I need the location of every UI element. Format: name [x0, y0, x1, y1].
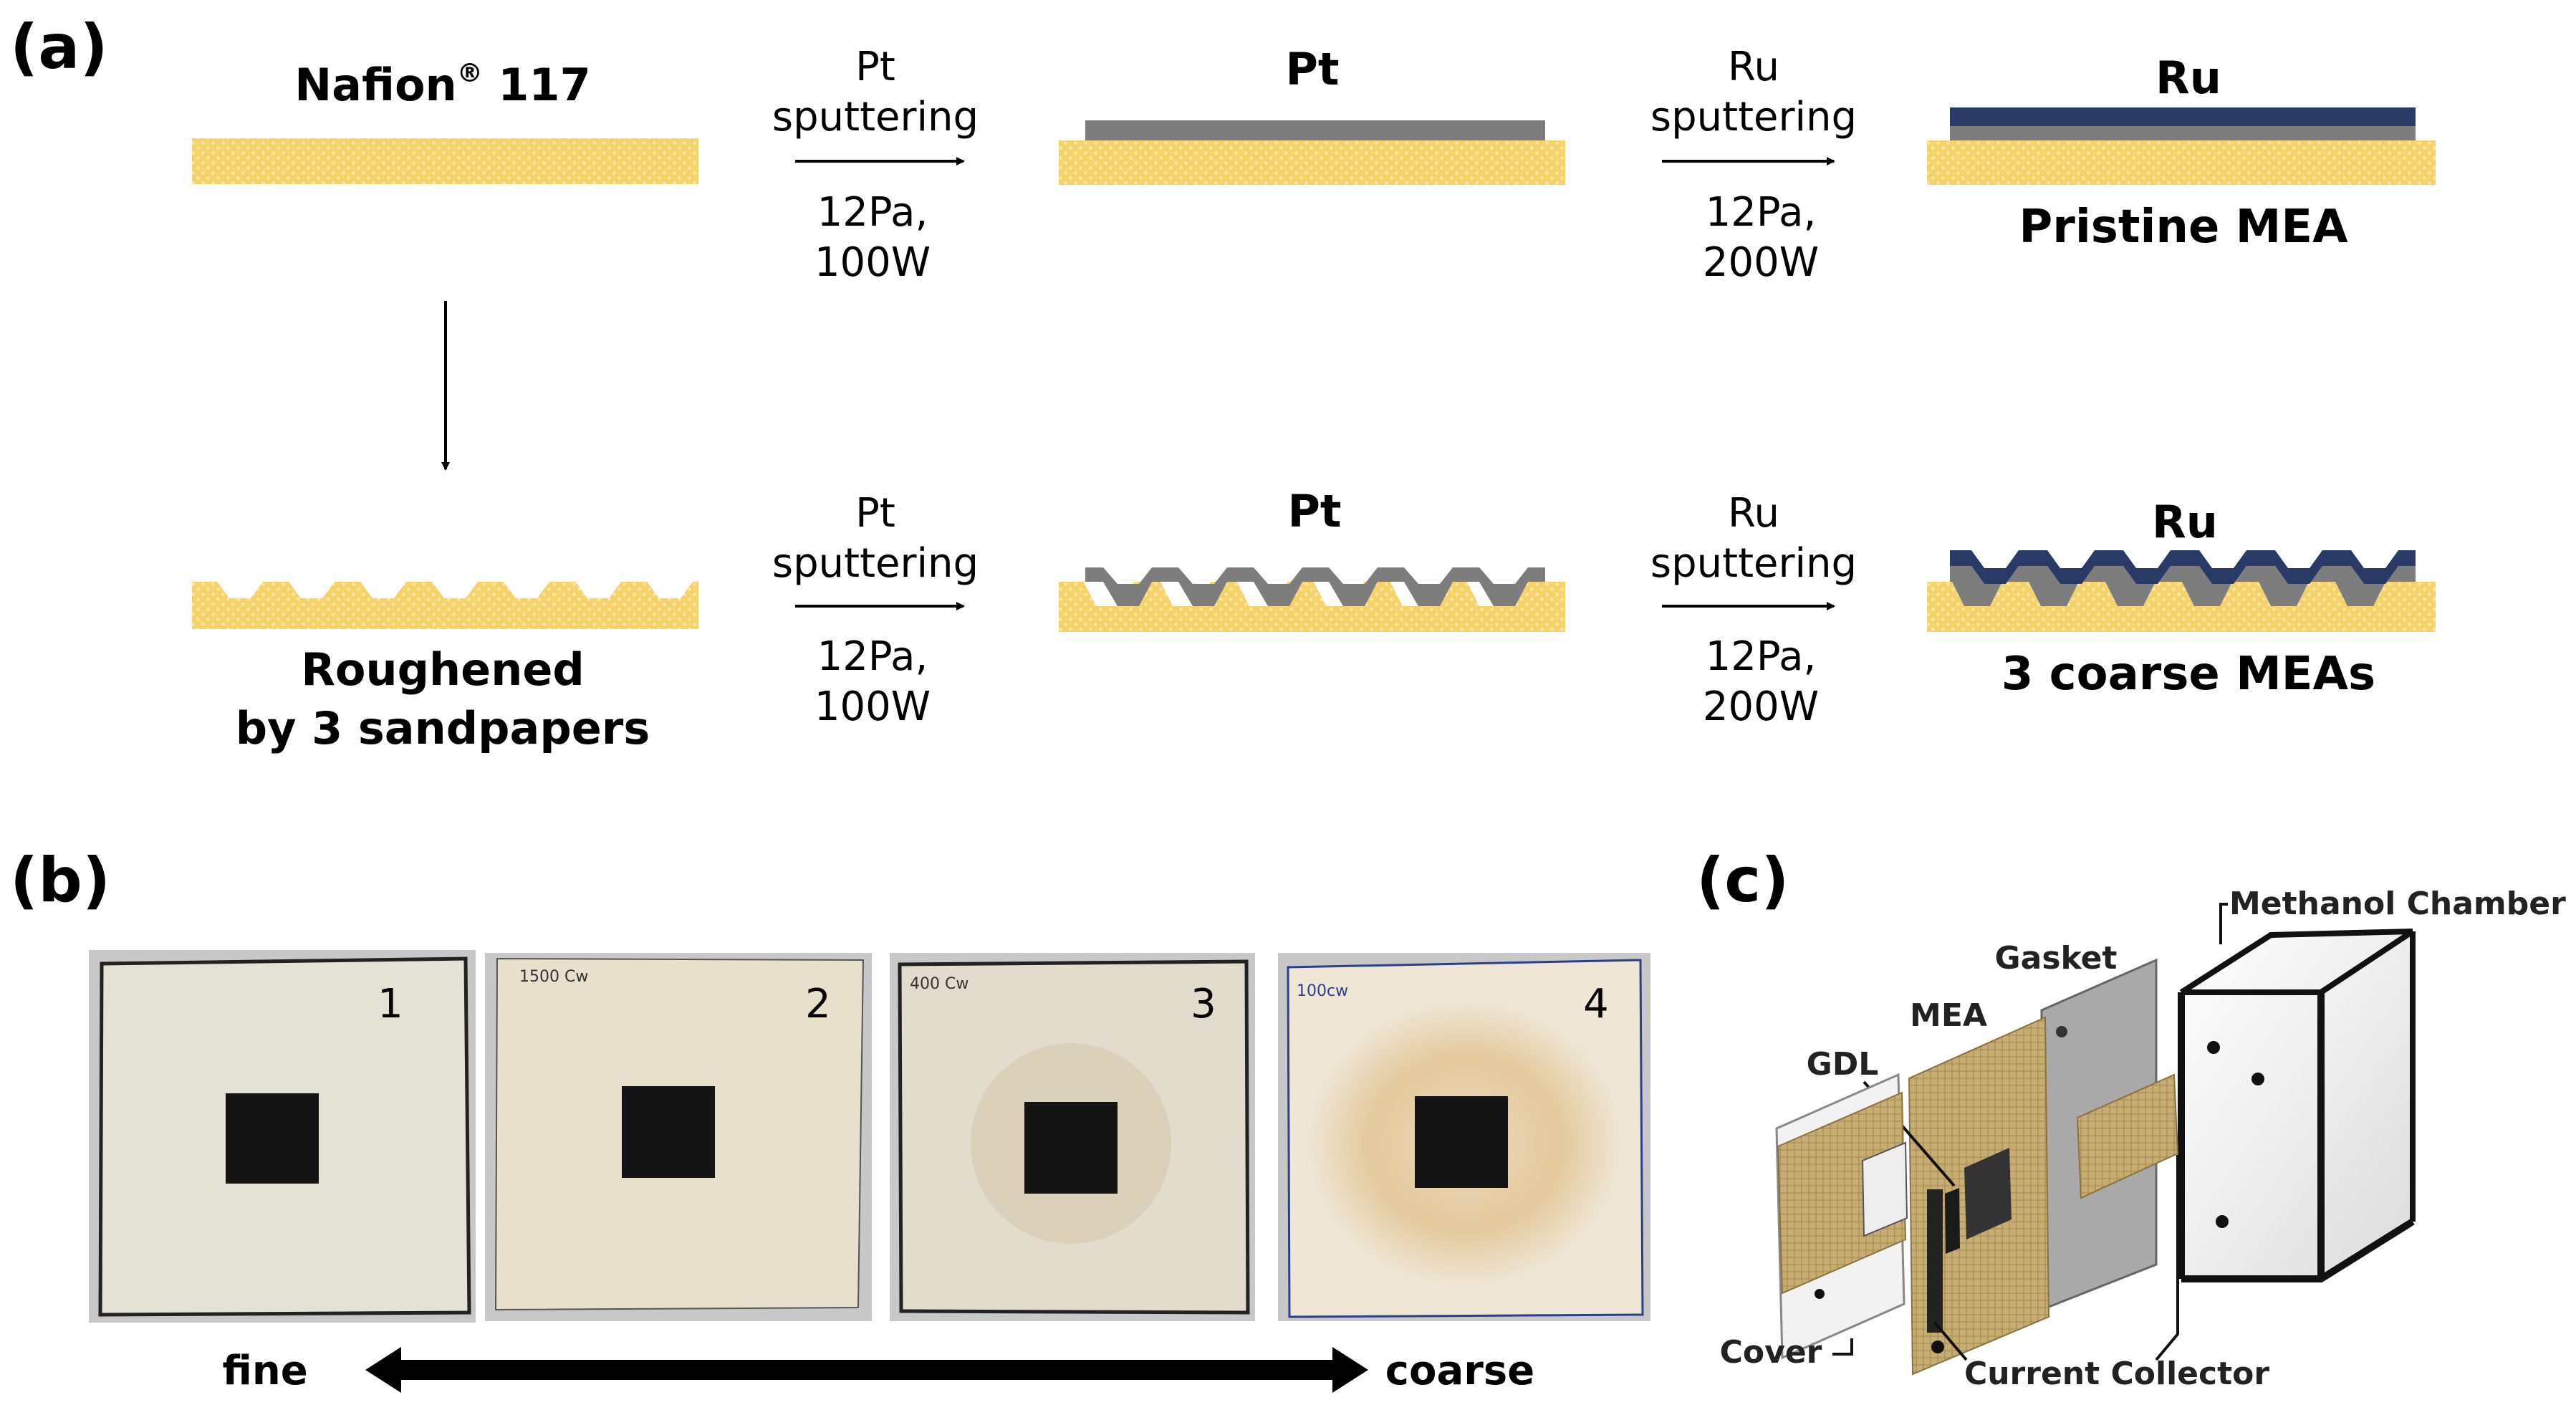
- panel-c-label: (c): [1696, 845, 1789, 916]
- bottom-pt-layer: [1085, 567, 1545, 606]
- sample-number-3: 3: [1191, 981, 1216, 1027]
- panel-b-label: (b): [10, 845, 110, 916]
- panel-a: (a) Nafion® 117 Pt sputtering 12Pa, 100W…: [10, 11, 2436, 754]
- bottom-ru-step-title-1: Ru: [1728, 490, 1779, 537]
- mea-label: MEA: [1910, 997, 1987, 1034]
- top-pt-layer-label: Pt: [1285, 43, 1339, 95]
- panel-c: (c) Methanol Chamber Gasket: [1696, 845, 2566, 1392]
- bottom-ru-step-title-2: sputtering: [1650, 540, 1857, 587]
- mea: MEA: [1908, 997, 2050, 1376]
- bottom-ru-layer: [1950, 550, 2416, 584]
- roughened-label-2: by 3 sandpapers: [236, 702, 650, 754]
- top-pt-cond-2: 100W: [814, 239, 931, 286]
- top-ru-step-title-1: Ru: [1728, 44, 1779, 90]
- current-collector-plate: [2076, 1073, 2179, 1199]
- top-pt-layer: [1085, 120, 1545, 140]
- pristine-mea-label: Pristine MEA: [2019, 201, 2348, 254]
- bottom-ru-pt-layer: [1950, 566, 2416, 606]
- top-pt-step-title-1: Pt: [855, 44, 895, 90]
- bottom-pt-cond-2: 100W: [814, 684, 931, 730]
- top-ru-membrane: [1927, 140, 2436, 185]
- catalyst-square-3: [1024, 1102, 1118, 1194]
- top-pt-step-title-2: sputtering: [772, 94, 979, 140]
- sample-number-1: 1: [378, 981, 403, 1027]
- top-ru-pt-layer: [1950, 126, 2416, 140]
- sample-note-4: 100cw: [1297, 982, 1348, 1000]
- sample-photo-2: 2 1500 Cw: [485, 953, 872, 1321]
- sample-photo-1: 1: [89, 950, 476, 1323]
- methanol-chamber: Methanol Chamber: [2178, 886, 2566, 1282]
- bottom-pt-step-title-2: sputtering: [772, 540, 979, 587]
- current-collector-label: Current Collector: [1964, 1356, 2269, 1392]
- top-ru-layer: [1950, 107, 2416, 126]
- bottom-ru-layer-label: Ru: [2152, 496, 2218, 548]
- roughened-label-1: Roughened: [301, 643, 585, 696]
- panel-a-label: (a): [10, 11, 108, 83]
- top-pt-membrane: [1059, 140, 1565, 185]
- top-ru-layer-label: Ru: [2156, 52, 2221, 104]
- nafion-membrane-flat: [192, 138, 698, 184]
- gdl-label: GDL: [1807, 1046, 1879, 1083]
- top-row: Nafion® 117 Pt sputtering 12Pa, 100W Pt …: [192, 43, 2436, 286]
- bottom-pt-cond-1: 12Pa,: [817, 633, 928, 680]
- sample-number-2: 2: [805, 981, 831, 1027]
- catalyst-square-4: [1415, 1096, 1508, 1188]
- cover-label: Cover: [1720, 1334, 1822, 1371]
- methanol-chamber-label: Methanol Chamber: [2229, 886, 2566, 922]
- sample-photo-4: 4 100cw: [1278, 953, 1650, 1321]
- bottom-pt-step-title-1: Pt: [855, 490, 895, 537]
- coarse-meas-label: 3 coarse MEAs: [2001, 648, 2375, 701]
- top-ru-cond-2: 200W: [1703, 239, 1819, 286]
- bottom-pt-layer-label: Pt: [1287, 485, 1341, 537]
- roughened-membrane: [192, 582, 698, 629]
- top-pt-cond-1: 12Pa,: [817, 189, 928, 236]
- sample-photo-3: 3 400 Cw: [890, 953, 1255, 1321]
- sample-note-2: 1500 Cw: [519, 968, 588, 986]
- catalyst-square-1: [226, 1093, 319, 1184]
- sample-number-4: 4: [1583, 981, 1609, 1027]
- coarse-label: coarse: [1385, 1348, 1534, 1394]
- current-collector-callout: Current Collector: [1933, 1155, 2269, 1392]
- bottom-ru-cond-2: 200W: [1703, 684, 1819, 730]
- double-arrow: [365, 1347, 1368, 1393]
- catalyst-square-2: [622, 1086, 715, 1178]
- bottom-ru-cond-1: 12Pa,: [1706, 633, 1817, 680]
- panel-b: (b) 1 2 1500 Cw 3 400 Cw: [10, 845, 1650, 1394]
- fine-label: fine: [222, 1348, 307, 1394]
- top-ru-step-title-2: sputtering: [1650, 94, 1857, 140]
- cover: Cover: [1720, 1073, 1944, 1371]
- nafion-label: Nafion® 117: [294, 59, 590, 111]
- bottom-row: Roughened by 3 sandpapers Pt sputtering …: [192, 485, 2436, 754]
- top-ru-cond-1: 12Pa,: [1706, 189, 1817, 236]
- gasket-label: Gasket: [1995, 940, 2118, 977]
- roughness-scale: fine coarse: [222, 1347, 1534, 1394]
- sample-note-3: 400 Cw: [910, 975, 969, 993]
- bottom-ru-membrane: [1927, 582, 2436, 632]
